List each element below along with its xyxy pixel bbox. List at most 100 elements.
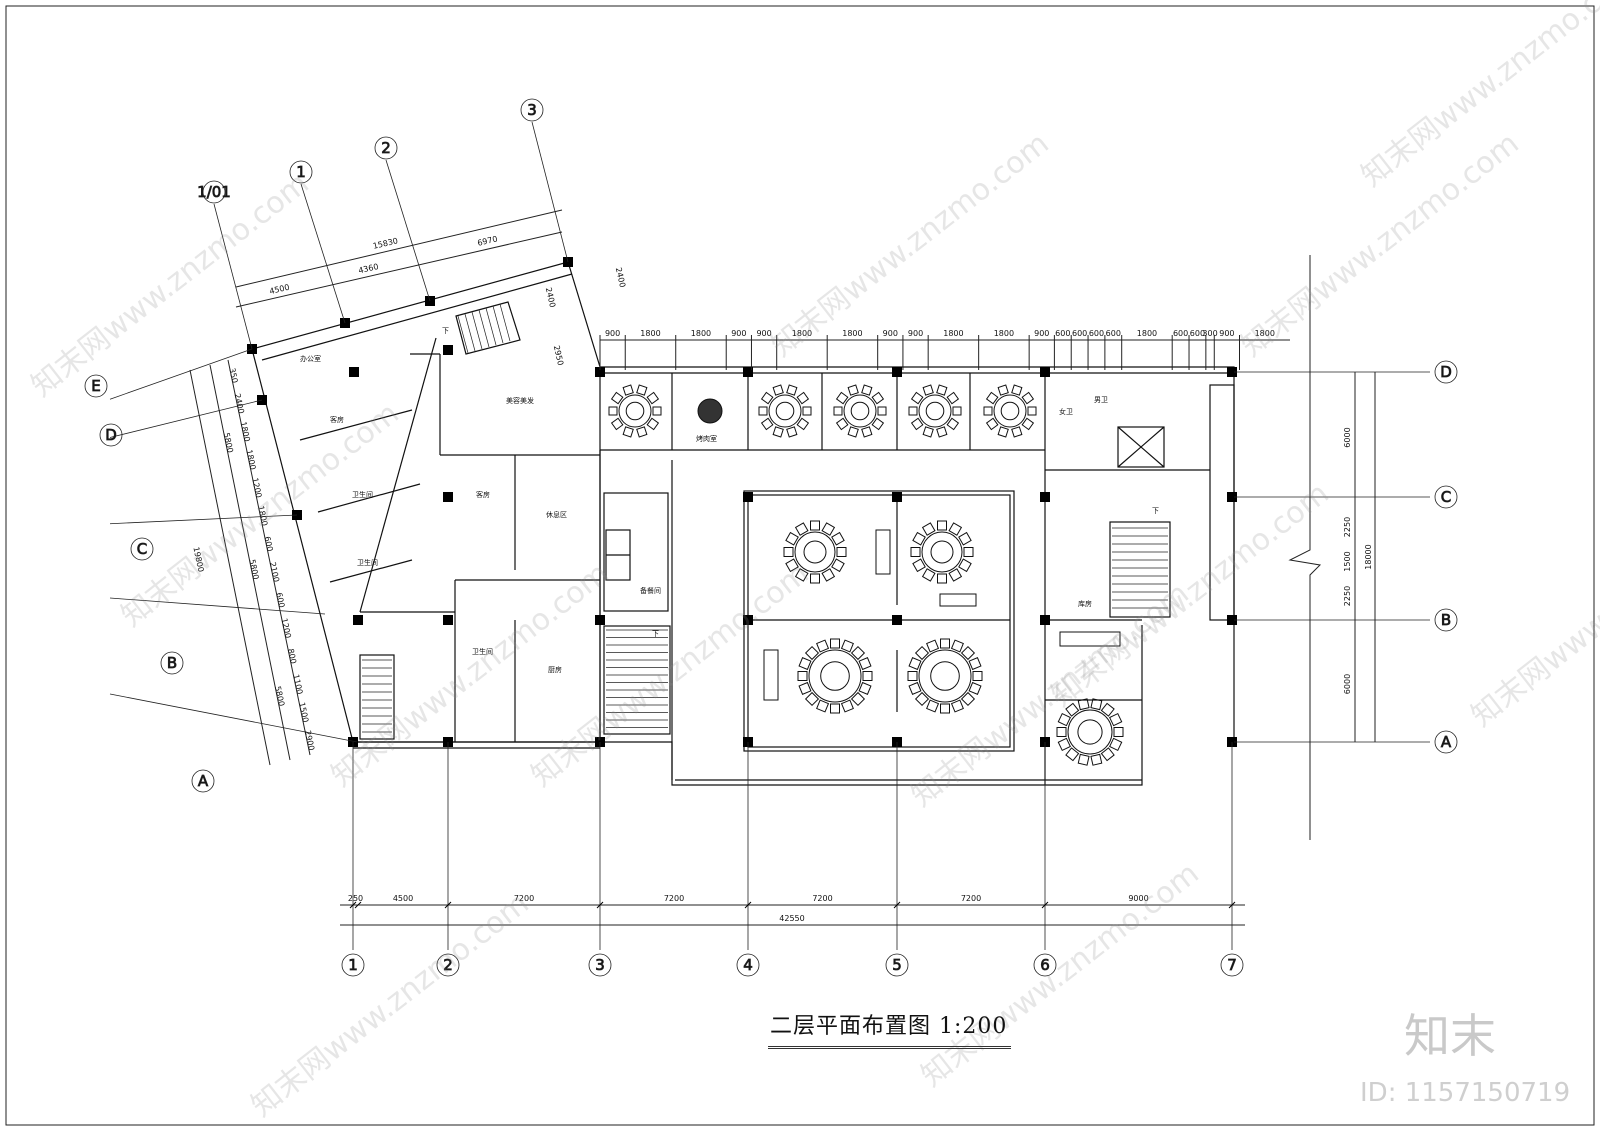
stair-down-1: 下 [442,327,449,335]
chair [910,417,924,431]
chair [985,417,999,431]
table-lazy-susan [820,661,850,691]
chair [840,639,854,653]
chair [1057,737,1071,752]
chair [796,391,810,405]
column [743,492,753,502]
chair [1113,727,1124,737]
chair [610,417,624,431]
chair [997,384,1009,396]
dim-tick [744,901,752,909]
dim-wing-sub: 5800 [273,685,286,707]
room-kitchen: 厨房 [548,665,562,674]
column [349,367,359,377]
wall [359,337,437,613]
dim-wing-top: 4500 [269,283,291,296]
chair [926,639,940,653]
dim-tick [1041,901,1049,909]
chair [836,547,847,557]
chair [847,426,859,438]
dim-wing-right: 2400 [544,287,557,309]
wall [317,483,421,513]
dim-line [235,209,563,288]
main-outer-wall [600,366,1235,741]
brand-watermark: 知末 [1404,1009,1496,1063]
chair [802,406,812,416]
chair [772,384,784,396]
axis-bubble [289,160,313,184]
chair [847,384,859,396]
stair-down-3: 下 [1152,507,1159,515]
chair [760,391,774,405]
chair [831,558,845,573]
column [892,492,902,502]
dim-top: 900 [756,329,771,338]
dim-top: 1800 [842,329,862,338]
chair [940,703,950,714]
sheet-border [5,5,1595,1126]
chair [785,558,799,573]
chair [798,657,812,671]
chair [871,417,885,431]
stair-treads [362,303,1168,733]
chair [908,681,922,695]
axis-bubble [99,423,123,447]
axis-bubble [341,953,365,977]
dim-top: 900 [883,329,898,338]
table-top [918,649,972,703]
stair-wing [359,654,395,740]
axis-line [109,399,263,438]
axis-label-top: 2 [381,139,391,157]
chair [646,417,660,431]
table-top [918,394,952,428]
chair [861,384,873,396]
axis-line [109,597,326,615]
chair [972,671,983,681]
dim-top: 300 [1202,329,1217,338]
dim-bottom: 7200 [514,894,534,903]
dim-wing-left: 1800 [239,421,252,443]
table-lazy-susan [803,540,827,564]
chair [937,573,947,584]
axis-bubble [436,953,460,977]
stair-north [455,301,521,355]
dim-top: 1800 [994,329,1014,338]
room-office: 办公室 [300,354,321,363]
axis-label-4: 4 [743,956,753,974]
axis-label-B: B [167,654,177,672]
dim-tick [444,901,452,909]
chair [794,568,809,582]
table-lazy-susan [775,401,795,421]
chair [1109,737,1123,752]
chair [936,384,948,396]
break-line [1288,255,1322,840]
chair [1065,702,1080,717]
room-wc-2: 卫生间 [357,558,378,567]
room-prep: 备餐间 [640,586,661,595]
chair [912,558,926,573]
dim-top: 600 [1089,329,1104,338]
axis-label-C: C [137,540,147,558]
chair [794,522,809,536]
axis-bubble [885,953,909,977]
chair [1090,753,1103,766]
chair [797,671,808,681]
chair [608,406,618,416]
dim-bottom: 7200 [664,894,684,903]
wall [1209,384,1235,621]
axis-bubble [130,537,154,561]
column [1227,367,1237,377]
room-wc-1: 卫生间 [352,490,373,499]
dim-wing-left: 2400 [233,393,246,415]
stair-down-2: 下 [652,630,659,638]
dim-wing-left: 1800 [256,505,269,527]
column [595,615,605,625]
table-top [808,649,862,703]
stair-east [1109,521,1171,618]
axis-bubble [191,769,215,793]
dim-wing-right: 2400 [614,267,627,289]
axis-line [109,348,253,400]
column [1227,492,1237,502]
